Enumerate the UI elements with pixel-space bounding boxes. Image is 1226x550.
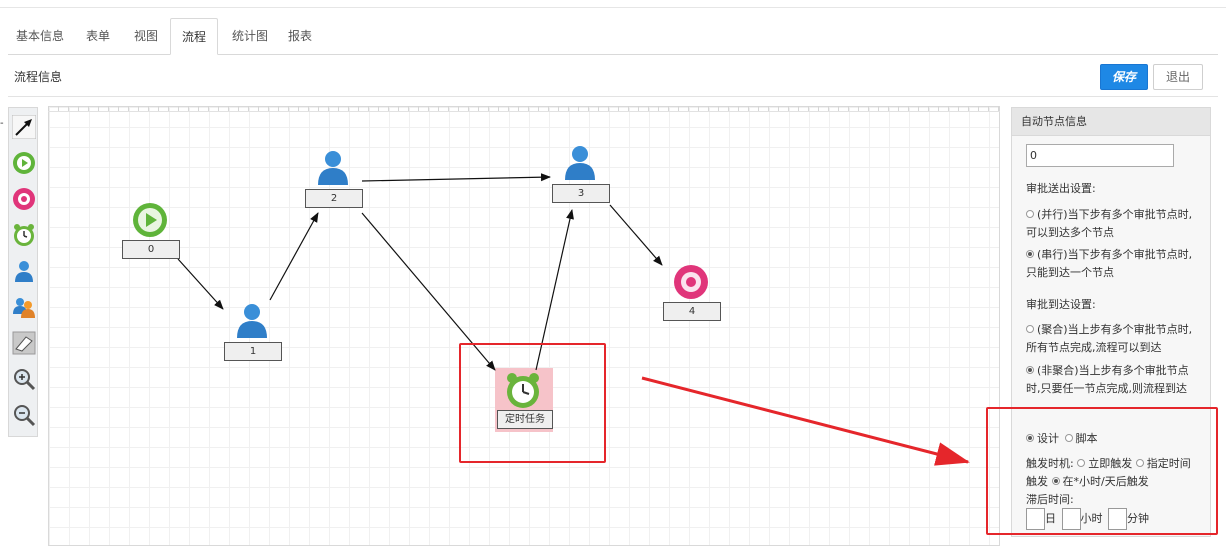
tab-view[interactable]: 视图: [133, 29, 158, 43]
exit-button[interactable]: 退出: [1153, 64, 1203, 90]
tab-form[interactable]: 表单: [85, 29, 110, 43]
timer-node-icon[interactable]: [11, 222, 37, 248]
workflow-canvas[interactable]: [48, 106, 1000, 546]
zoom-out-icon[interactable]: [11, 402, 37, 428]
arrive-settings-label: 审批到达设置:: [1026, 298, 1096, 311]
auto-node-info-panel: 自动节点信息 0 审批送出设置: (并行)当下步有多个审批节点时,可以到达多个节…: [1011, 107, 1211, 537]
user-node-icon[interactable]: [313, 147, 353, 187]
top-bar: [0, 0, 1226, 8]
multi-user-node-icon[interactable]: [11, 294, 37, 320]
timer-node-icon[interactable]: [503, 370, 543, 410]
section-divider: [8, 96, 1218, 97]
node-label-1[interactable]: 1: [224, 342, 282, 361]
tab-bar: 基本信息 表单 视图 流程 统计图 报表: [8, 18, 1218, 55]
node-toolbar: [8, 107, 38, 437]
node-label-4[interactable]: 4: [663, 302, 721, 321]
trigger-immediate-radio[interactable]: [1077, 459, 1086, 467]
mode-design-radio[interactable]: [1026, 434, 1034, 442]
send-parallel-option[interactable]: (并行)当下步有多个审批节点时,可以到达多个节点: [1026, 208, 1193, 239]
node-label-0[interactable]: 0: [122, 240, 180, 259]
mode-options: 设计 脚本: [1026, 430, 1196, 448]
delay-label: 滞后时间:: [1026, 493, 1074, 506]
end-node-icon[interactable]: [11, 186, 37, 212]
canvas-ruler: [48, 106, 1000, 112]
arrive-nonmerge-radio[interactable]: [1026, 366, 1034, 374]
arrive-merge-option[interactable]: (聚合)当上步有多个审批节点时,所有节点完成,流程可以到达: [1026, 323, 1193, 354]
eraser-icon[interactable]: [11, 330, 37, 356]
zoom-in-icon[interactable]: [11, 366, 37, 392]
send-settings-label: 审批送出设置:: [1026, 182, 1096, 195]
tab-workflow[interactable]: 流程: [170, 18, 218, 55]
delay-inputs: 日 小时 分钟: [1026, 508, 1196, 530]
end-node-icon[interactable]: [671, 262, 711, 302]
send-serial-option[interactable]: (串行)当下步有多个审批节点时,只能到达一个节点: [1026, 248, 1193, 279]
delay-day-input[interactable]: [1026, 508, 1045, 530]
trigger-delay-radio[interactable]: [1051, 477, 1060, 485]
tab-report[interactable]: 报表: [287, 29, 312, 43]
arrive-nonmerge-option[interactable]: (非聚合)当上步有多个审批节点时,只要任一节点完成,则流程到达: [1026, 364, 1189, 395]
mode-script-radio[interactable]: [1064, 434, 1073, 442]
arrive-merge-radio[interactable]: [1026, 325, 1034, 333]
tab-basic-info[interactable]: 基本信息: [15, 29, 64, 43]
tab-statistics-chart[interactable]: 统计图: [231, 29, 268, 43]
trigger-scheduled-radio[interactable]: [1135, 459, 1144, 467]
send-parallel-radio[interactable]: [1026, 210, 1034, 218]
delay-hour-input[interactable]: [1061, 508, 1081, 530]
save-button[interactable]: 保存: [1100, 64, 1148, 90]
node-label-3[interactable]: 3: [552, 184, 610, 203]
trigger-options: 触发时机: 立即触发 指定时间触发 在*小时/天后触发: [1026, 457, 1191, 488]
annotation-box-timer-node: [459, 343, 606, 463]
delay-minute-input[interactable]: [1108, 508, 1127, 530]
user-node-icon[interactable]: [232, 300, 272, 340]
start-node-icon[interactable]: [130, 200, 170, 240]
annotation-box-trigger-settings: [986, 407, 1218, 535]
arrow-tool-icon[interactable]: [11, 114, 37, 140]
send-serial-radio[interactable]: [1026, 250, 1034, 258]
user-node-icon[interactable]: [11, 258, 37, 284]
section-title: 流程信息: [14, 70, 63, 84]
node-label-timer[interactable]: 定时任务: [497, 410, 553, 429]
user-node-icon[interactable]: [560, 142, 600, 182]
panel-title: 自动节点信息: [1012, 108, 1210, 136]
left-edge-mark: -: [0, 118, 4, 129]
node-value-input[interactable]: 0: [1026, 144, 1174, 167]
start-node-icon[interactable]: [11, 150, 37, 176]
node-label-2[interactable]: 2: [305, 189, 363, 208]
